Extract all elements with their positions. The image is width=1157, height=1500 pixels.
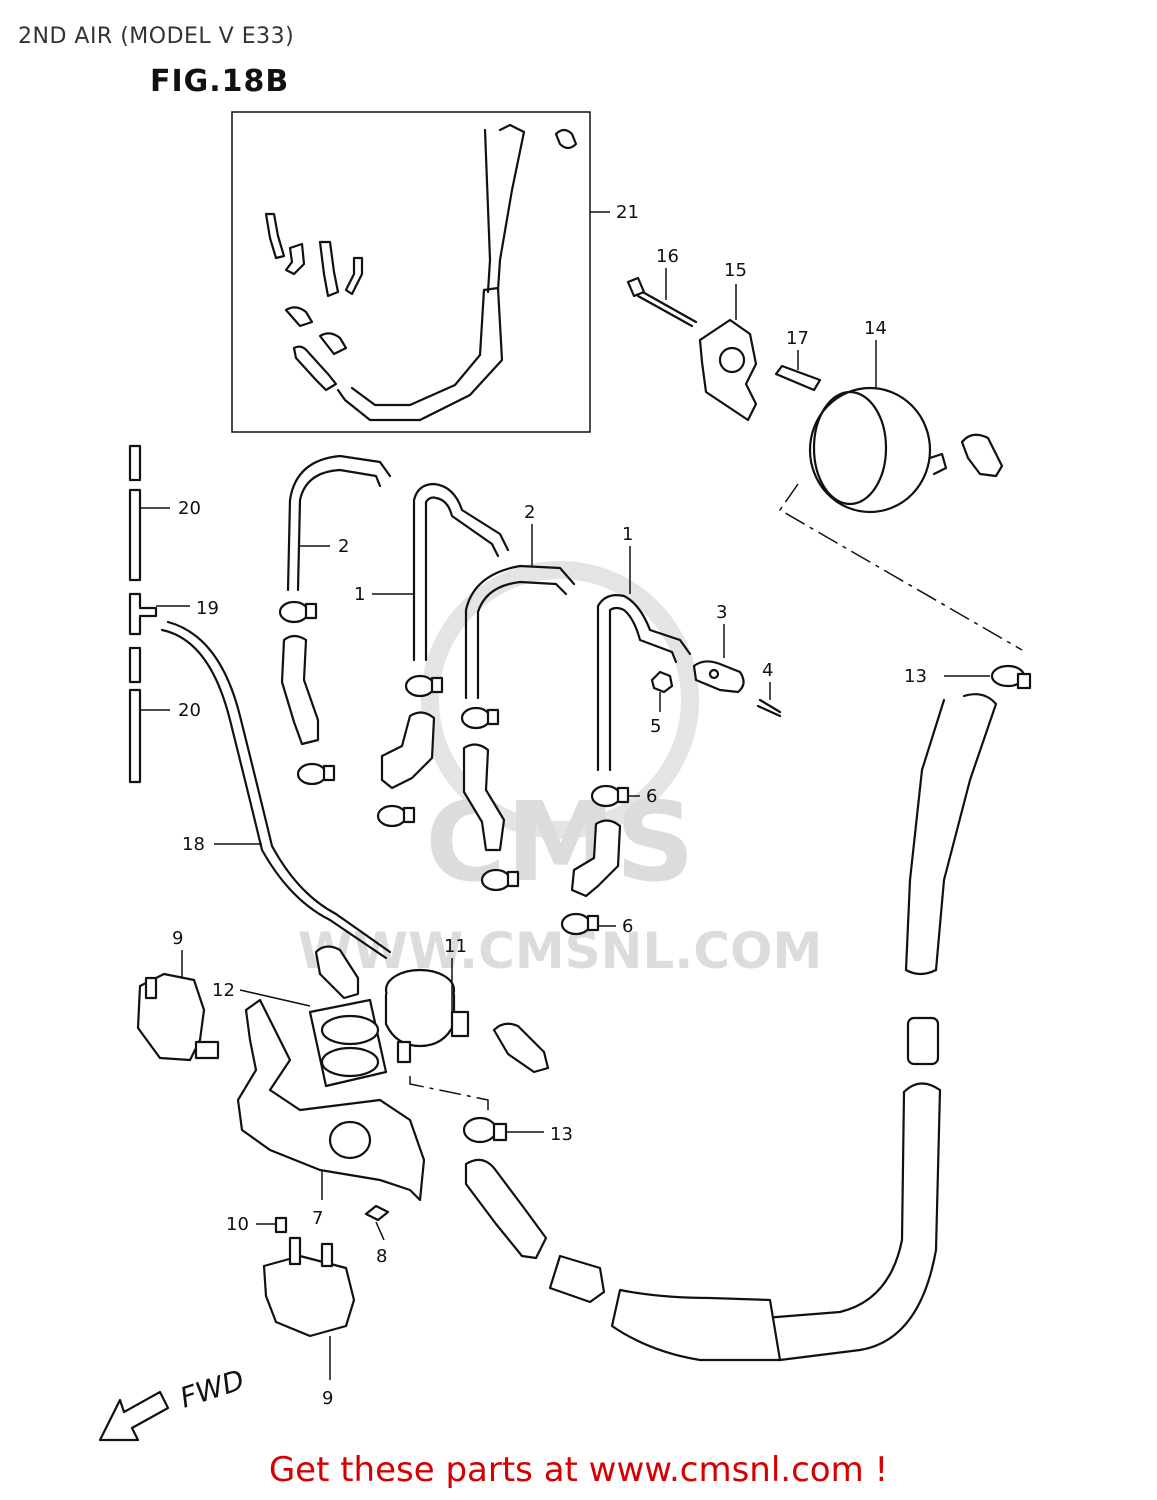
callout-15: 15 [724,260,747,281]
part-hose-mid-short[interactable] [380,711,436,790]
part-16-bolt[interactable]: 16 [626,246,698,328]
part-15-bracket[interactable]: 15 [698,260,758,422]
part-19-joint[interactable]: 19 [128,592,219,636]
part-10-screw[interactable]: 10 [226,1214,288,1235]
part-elbow-hose-a[interactable] [314,945,360,1000]
callout-1-middle: 1 [354,584,365,605]
part-main-air-hose[interactable] [464,693,998,1362]
callout-18: 18 [182,834,205,855]
callout-8: 8 [376,1246,387,1267]
callout-17: 17 [786,328,809,349]
part-hose-right-short[interactable] [462,743,506,852]
part-20-pipe-upper[interactable]: 20 [128,444,201,582]
callout-6-b: 6 [622,916,633,937]
callout-16: 16 [656,246,679,267]
callout-12: 12 [212,980,235,1001]
footer-cta[interactable]: Get these parts at www.cmsnl.com ! [268,1450,889,1490]
part-6-clamp-mid-1[interactable] [404,674,444,698]
part-13-clamp-upper[interactable]: 13 [904,664,1032,690]
part-20-pipe-lower[interactable]: 20 [128,646,201,784]
callout-7: 7 [312,1208,323,1229]
part-8-bolt[interactable]: 8 [364,1204,390,1267]
callout-3: 3 [716,602,727,623]
callout-10: 10 [226,1214,249,1235]
watermark: CMS WWW.CMSNL.COM [298,561,823,980]
part-2-hose-left[interactable]: 2 [286,454,392,592]
part-14-reed-valve[interactable]: 14 [808,318,1004,514]
callout-2-left: 2 [338,536,349,557]
callout-2-right: 2 [524,502,535,523]
callout-21: 21 [616,202,639,223]
callout-4: 4 [762,660,773,681]
callout-13-lower: 13 [550,1124,573,1145]
part-9-valve-lower[interactable]: 9 [262,1236,356,1409]
part-6-clamp-right-1[interactable] [460,706,500,730]
part-6-clamp-a[interactable]: 6 [590,784,657,808]
part-9-valve-upper[interactable]: 9 [136,928,220,1062]
callout-14: 14 [864,318,887,339]
callout-5: 5 [650,716,661,737]
part-6-clamp-left-upper[interactable] [278,600,318,624]
part-1-hose-middle[interactable]: 1 [354,482,510,662]
callout-9-lower: 9 [322,1388,333,1409]
part-5-nut[interactable]: 5 [650,670,674,737]
part-18-vacuum-hose[interactable]: 18 [160,620,392,960]
part-hose-right-lower[interactable] [570,819,622,898]
part-hose-left-short[interactable] [280,634,320,746]
page-title: 2ND AIR (MODEL V E33) [18,24,295,49]
part-2-hose-right[interactable]: 2 [464,502,576,700]
callout-20-lower: 20 [178,700,201,721]
part-1-hose-right[interactable]: 1 [596,524,692,772]
part-4-stud[interactable]: 4 [756,660,782,718]
callout-19: 19 [196,598,219,619]
part-12-holder[interactable]: 12 [212,980,388,1088]
part-21-hose-kit[interactable]: 21 [231,111,639,433]
part-7-bracket[interactable]: 7 [236,998,426,1229]
fwd-label: FWD [176,1363,248,1415]
part-6-clamp-mid-2[interactable] [376,804,416,828]
part-13-clamp-lower[interactable]: 13 [462,1116,573,1145]
part-17-sleeve[interactable]: 17 [774,328,822,392]
part-3-gasket[interactable]: 3 [692,602,745,694]
fwd-arrow: FWD [98,1363,248,1442]
callout-13-upper: 13 [904,666,927,687]
part-6-clamp-left-lower[interactable] [296,762,336,786]
part-6-clamp-b[interactable]: 6 [560,912,633,937]
callout-9-upper: 9 [172,928,183,949]
part-6-clamp-right-2[interactable] [480,868,520,892]
callout-11: 11 [444,936,467,957]
part-elbow-hose-b[interactable] [492,1022,550,1074]
callout-20-upper: 20 [178,498,201,519]
callout-1-right: 1 [622,524,633,545]
part-11-pair-valve[interactable]: 11 [384,936,470,1064]
figure-label: FIG.18B [150,64,290,99]
callout-6-a: 6 [646,786,657,807]
watermark-url: WWW.CMSNL.COM [298,922,823,980]
